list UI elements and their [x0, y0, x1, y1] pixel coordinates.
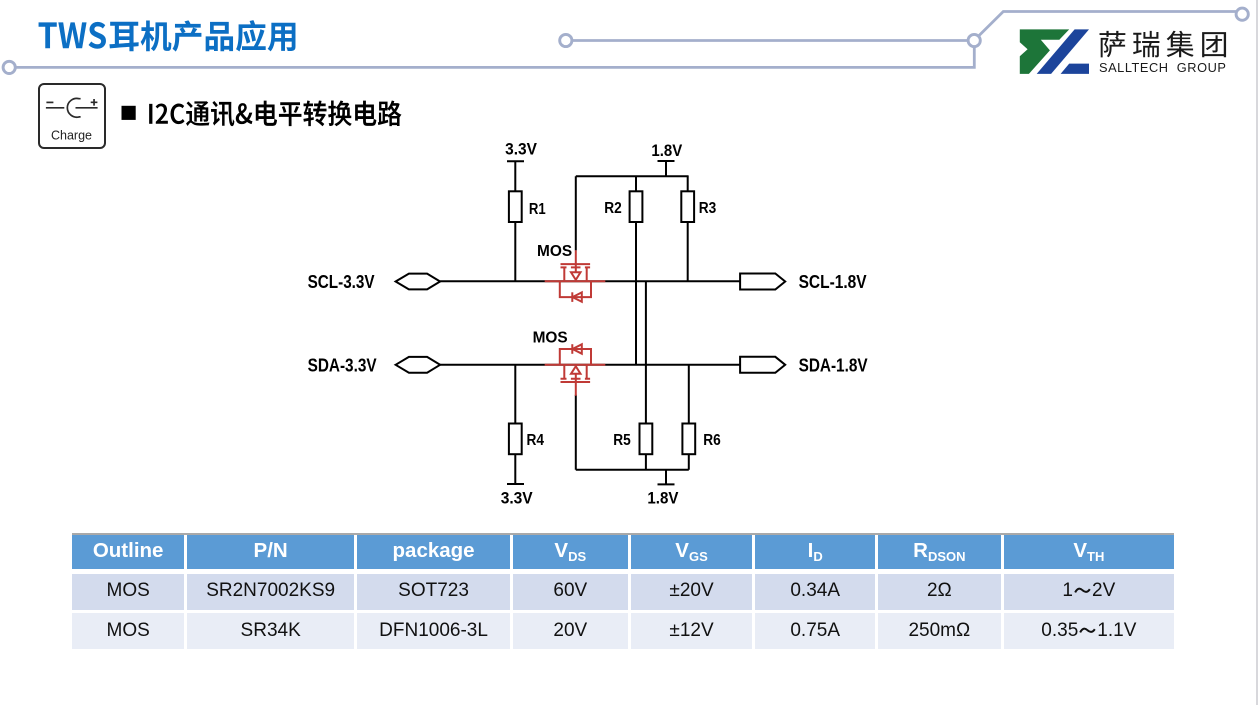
- svg-text:MOS: MOS: [537, 243, 572, 260]
- svg-text:3.3V: 3.3V: [505, 140, 537, 159]
- svg-text:R4: R4: [527, 432, 545, 449]
- svg-text:1.8V: 1.8V: [651, 141, 682, 160]
- svg-text:R5: R5: [613, 432, 631, 449]
- svg-text:SCL-1.8V: SCL-1.8V: [799, 272, 867, 292]
- svg-text:Charge: Charge: [51, 128, 92, 142]
- svg-text:1.8V: 1.8V: [647, 489, 679, 508]
- svg-text:SCL-3.3V: SCL-3.3V: [308, 272, 375, 292]
- svg-text:R6: R6: [703, 432, 721, 449]
- svg-text:SDA-3.3V: SDA-3.3V: [308, 355, 377, 375]
- svg-text:SDA-1.8V: SDA-1.8V: [799, 355, 868, 375]
- svg-text:R3: R3: [699, 200, 717, 217]
- svg-text:R1: R1: [529, 201, 546, 218]
- svg-text:MOS: MOS: [533, 329, 568, 346]
- svg-text:3.3V: 3.3V: [501, 489, 534, 508]
- svg-text:R2: R2: [604, 200, 622, 217]
